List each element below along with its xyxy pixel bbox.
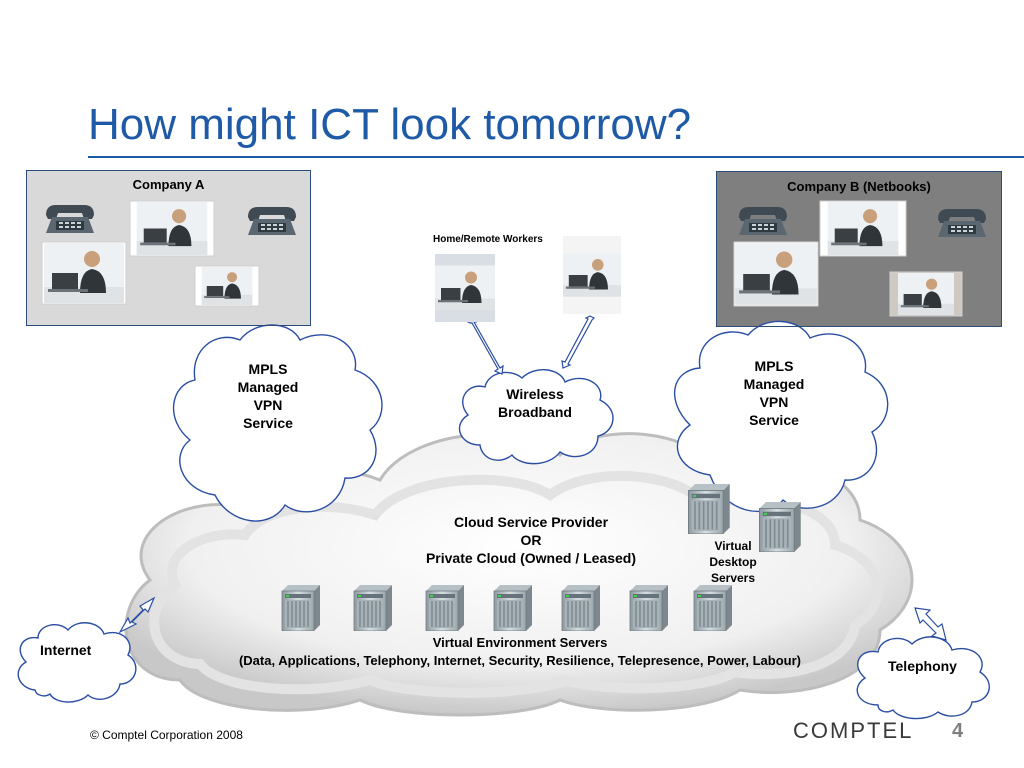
company-b-label: Company B (Netbooks) xyxy=(787,179,931,194)
internet-cloud xyxy=(17,622,137,703)
telephony-label: Telephony xyxy=(888,658,957,674)
mpls-left-cloud xyxy=(173,324,383,522)
title-divider xyxy=(88,156,1024,158)
worker-photo xyxy=(435,265,495,311)
server-icon xyxy=(281,585,320,631)
server-icon xyxy=(693,585,732,631)
cloud-provider-label: Cloud Service Provider OR Private Cloud … xyxy=(425,514,637,566)
internet-label: Internet xyxy=(40,642,92,658)
telephony-arrow-icon xyxy=(914,607,947,641)
internet-arrow-icon xyxy=(118,596,156,634)
wireless-cloud xyxy=(458,369,614,465)
server-icon xyxy=(629,585,668,631)
arrow-home2-to-wireless xyxy=(561,315,596,369)
arrow-home-to-wireless xyxy=(467,314,504,375)
page-number: 4 xyxy=(952,720,964,742)
copyright-text: © Comptel Corporation 2008 xyxy=(90,728,243,742)
wireless-broadband-label: Wireless Broadband xyxy=(498,386,572,420)
home-worker-photos xyxy=(435,236,621,322)
mpls-right-cloud xyxy=(673,320,889,513)
server-icon xyxy=(493,585,532,631)
home-workers-label: Home/Remote Workers xyxy=(433,234,543,245)
virtual-environment-label: Virtual Environment Servers (Data, Appli… xyxy=(238,635,802,668)
server-icon xyxy=(425,585,464,631)
company-b-devices xyxy=(733,200,986,317)
company-b-box: Company B (Netbooks) xyxy=(716,171,1002,327)
company-a-devices xyxy=(41,200,296,307)
virtual-desktop-label: Virtual Desktop Servers xyxy=(709,539,757,585)
worker-photo xyxy=(563,253,621,297)
mpls-left-label: MPLS Managed VPN Service xyxy=(237,361,299,431)
server-icon xyxy=(687,484,730,534)
server-icon xyxy=(353,585,392,631)
company-a-box: Company A xyxy=(26,170,311,326)
telephony-cloud xyxy=(856,636,990,720)
mpls-right-label: MPLS Managed VPN Service xyxy=(743,358,805,428)
brand-logo: COMPTEL xyxy=(793,718,914,743)
server-icon xyxy=(561,585,600,631)
company-a-label: Company A xyxy=(132,177,205,192)
page-title: How might ICT look tomorrow? xyxy=(88,100,692,149)
